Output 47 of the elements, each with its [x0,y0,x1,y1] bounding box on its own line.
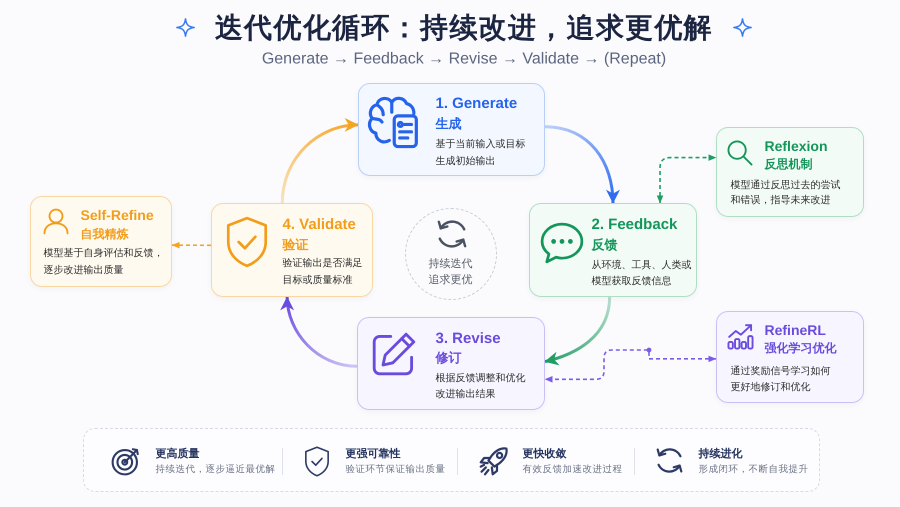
curved-arrow [281,296,358,368]
method-subtitle: 强化学习优化 [764,341,836,356]
method-description: 通过奖励信号学习如何更好地修订和优化 [730,364,832,394]
benefit-description: 形成闭环，不断自我提升 [698,463,808,476]
step-title: 4. Validate [282,216,356,234]
step-description: 基于当前输入或目标生成初始输出 [436,138,526,169]
benefit-title: 更强可靠性 [346,446,400,460]
method-description: 模型通过反思过去的尝试和错误，指导未来改进 [730,178,842,208]
method-card [716,311,864,403]
method-card [716,127,864,217]
method-card [30,196,172,287]
step-description: 验证输出是否满足目标或质量标准 [282,256,364,288]
benefit-title: 持续进化 [698,446,742,460]
method-title: Self-Refine [80,207,154,224]
method-title: RefineRL [764,322,826,339]
step-subtitle: 生成 [436,115,462,132]
benefit-description: 验证环节保证输出质量 [346,463,446,476]
step-title: 1. Generate [436,94,518,112]
dashed-arrow [172,242,211,248]
dashed-arrow [656,154,716,204]
step-title: 2. Feedback [592,216,678,234]
method-title: Reflexion [764,138,828,155]
step-card [358,83,545,176]
step-description: 根据反馈调整和优化改进输出结果 [436,372,526,402]
benefits-panel [83,428,820,492]
step-subtitle: 反馈 [592,236,618,253]
flow-subtitle: Generate → Feedback → Revise → Validate → (Repeat) [262,50,666,68]
method-subtitle: 自我精炼 [80,227,128,242]
dashed-arrow [544,349,716,383]
benefit-title: 更高质量 [156,446,200,460]
curved-arrow [544,296,612,366]
step-card [357,317,545,410]
method-subtitle: 反思机制 [764,157,812,172]
benefit-description: 持续迭代，逐步逼近最优解 [156,463,276,476]
step-subtitle: 修订 [436,349,462,366]
method-description: 模型基于自身评估和反馈，逐步改进输出质量 [44,246,164,278]
curved-arrow [280,118,359,204]
step-description: 从环境、工具、人类或模型获取反馈信息 [592,258,692,288]
step-title: 3. Revise [436,330,501,348]
step-card [529,203,697,297]
step-card [211,203,373,297]
curved-arrow [544,125,620,204]
step-subtitle: 验证 [282,236,308,253]
page-title: 迭代优化循环：持续改进，追求更优解 [214,11,714,45]
benefit-description: 有效反馈加速改进过程 [522,463,622,476]
center-label: 持续迭代追求更优 [428,256,474,288]
benefit-title: 更快收敛 [522,446,566,460]
